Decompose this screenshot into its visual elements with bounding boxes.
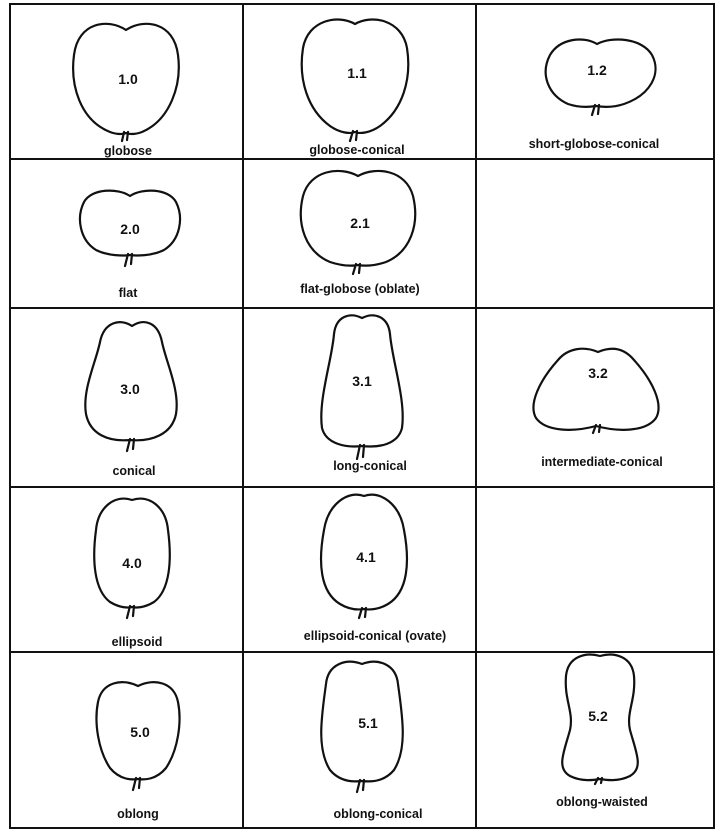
shape-cell-oblong-waisted: 5.2 oblong-waisted [556, 655, 648, 809]
shape-label: intermediate-conical [541, 455, 663, 469]
shape-label: oblong-conical [334, 807, 423, 821]
shape-cell-ellipsoid-conical: 4.1 ellipsoid-conical (ovate) [304, 495, 446, 643]
shape-cell-conical: 3.0 conical [85, 322, 176, 478]
shape-label: globose-conical [309, 143, 404, 157]
shape-cell-flat-globose: 2.1 flat-globose (oblate) [300, 171, 419, 296]
grid-lines [10, 4, 714, 828]
shape-label: long-conical [333, 459, 407, 473]
shape-code: 1.0 [118, 71, 138, 87]
shape-code: 5.1 [358, 715, 378, 731]
shape-code: 3.1 [352, 373, 372, 389]
shape-label: oblong-waisted [556, 795, 648, 809]
shape-code: 5.0 [130, 724, 150, 740]
shape-cell-oblong: 5.0 oblong [97, 682, 180, 821]
shape-label: flat-globose (oblate) [300, 282, 419, 296]
shape-cell-flat: 2.0 flat [80, 191, 180, 300]
shape-label: ellipsoid-conical (ovate) [304, 629, 446, 643]
shape-code: 4.1 [356, 549, 376, 565]
shape-cell-ellipsoid: 4.0 ellipsoid [94, 499, 170, 649]
shape-code: 2.0 [120, 221, 140, 237]
shape-label: ellipsoid [112, 635, 163, 649]
shape-code: 1.2 [587, 62, 607, 78]
shape-cell-intermediate-conical: 3.2 intermediate-conical [533, 349, 662, 469]
shape-code: 3.0 [120, 381, 140, 397]
shape-cell-globose-conical: 1.1 globose-conical [302, 19, 409, 157]
shape-cell-long-conical: 3.1 long-conical [321, 315, 407, 473]
shape-label: oblong [117, 807, 159, 821]
shape-code: 1.1 [347, 65, 367, 81]
shape-code: 2.1 [350, 215, 370, 231]
shape-cell-short-globose-conical: 1.2 short-globose-conical [529, 39, 660, 151]
shape-code: 5.2 [588, 708, 608, 724]
shape-cell-oblong-conical: 5.1 oblong-conical [321, 662, 422, 821]
shape-label: short-globose-conical [529, 137, 660, 151]
shape-label: conical [112, 464, 155, 478]
shape-code: 3.2 [588, 365, 608, 381]
shape-label: flat [119, 286, 139, 300]
shape-cell-globose: 1.0 globose [73, 24, 179, 158]
shape-label: globose [104, 144, 152, 158]
shape-code: 4.0 [122, 555, 142, 571]
intermediate-conical-outline [533, 349, 658, 433]
